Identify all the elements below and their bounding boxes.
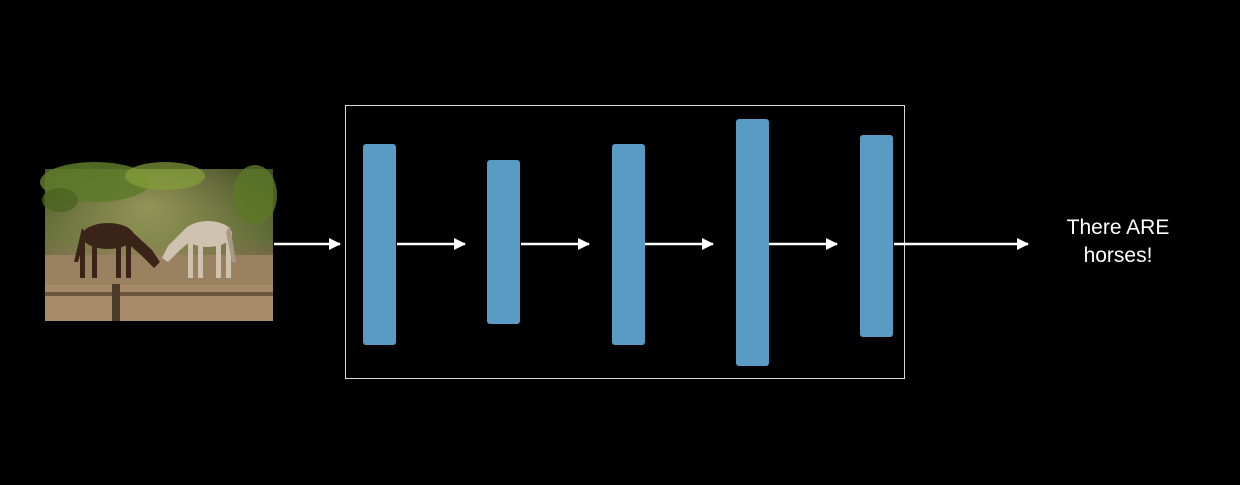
layer-1 — [363, 144, 396, 345]
horse-photo-icon — [40, 162, 277, 321]
network-box — [345, 105, 905, 379]
network-layers — [363, 119, 893, 366]
output-line-2: horses! — [1083, 244, 1153, 267]
output-line-1: There ARE — [1066, 216, 1170, 239]
layer-3 — [612, 144, 645, 345]
layer-5 — [860, 135, 893, 337]
layer-2 — [487, 160, 520, 324]
output-label: There ARE horses! — [1040, 214, 1196, 270]
layer-4 — [736, 119, 769, 366]
